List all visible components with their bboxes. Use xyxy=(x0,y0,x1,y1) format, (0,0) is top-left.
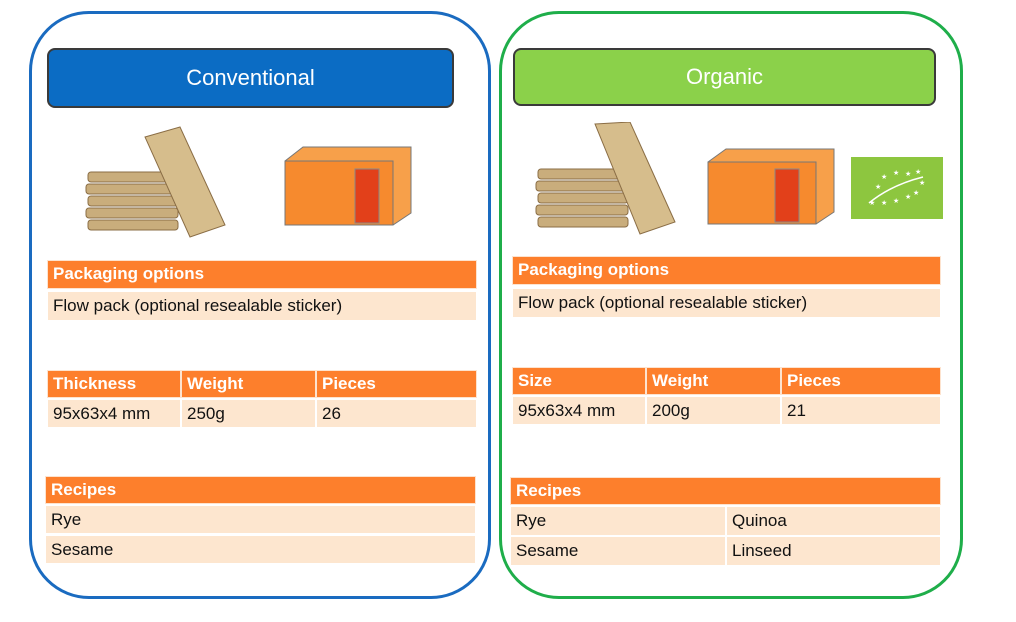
organic-title: Organic xyxy=(513,48,936,106)
recipes-header: Recipes xyxy=(45,476,476,504)
recipe-item: Sesame xyxy=(510,536,726,566)
recipe-item: Quinoa xyxy=(726,506,941,536)
spec-header-weight: Weight xyxy=(646,367,781,395)
spec-value-thickness: 95x63x4 mm xyxy=(47,399,181,428)
package-box-image xyxy=(707,148,835,225)
svg-text:★: ★ xyxy=(905,170,911,178)
spec-header-weight: Weight xyxy=(181,370,316,398)
svg-text:★: ★ xyxy=(875,183,881,191)
packaging-header: Packaging options xyxy=(512,256,941,285)
recipe-item: Rye xyxy=(510,506,726,536)
spec-value-weight: 200g xyxy=(646,396,781,425)
svg-text:★: ★ xyxy=(881,199,887,207)
svg-text:★: ★ xyxy=(919,179,925,187)
packaging-header: Packaging options xyxy=(47,260,477,289)
conventional-panel xyxy=(29,11,491,599)
spec-header-thickness: Thickness xyxy=(47,370,181,398)
svg-text:★: ★ xyxy=(893,169,899,177)
recipes-header: Recipes xyxy=(510,477,941,505)
svg-text:★: ★ xyxy=(893,197,899,205)
crispbread-image xyxy=(535,122,676,235)
spec-value-pieces: 21 xyxy=(781,396,941,425)
spec-value-pieces: 26 xyxy=(316,399,477,428)
recipe-item: Sesame xyxy=(45,535,476,564)
crispbread-image xyxy=(85,126,226,238)
svg-text:★: ★ xyxy=(913,189,919,197)
svg-text:★: ★ xyxy=(915,168,921,176)
svg-text:★: ★ xyxy=(905,193,911,201)
svg-text:★: ★ xyxy=(869,199,875,207)
spec-header-pieces: Pieces xyxy=(316,370,477,398)
conventional-title: Conventional xyxy=(47,48,454,108)
svg-text:★: ★ xyxy=(881,173,887,181)
package-box-image xyxy=(284,146,412,226)
spec-value-size: 95x63x4 mm xyxy=(512,396,646,425)
organic-panel xyxy=(499,11,963,599)
packaging-value: Flow pack (optional resealable sticker) xyxy=(47,291,477,321)
spec-header-size: Size xyxy=(512,367,646,395)
spec-header-pieces: Pieces xyxy=(781,367,941,395)
eu-organic-logo-icon: ★★★★★★★★★★★ xyxy=(851,157,943,219)
packaging-value: Flow pack (optional resealable sticker) xyxy=(512,288,941,318)
spec-value-weight: 250g xyxy=(181,399,316,428)
recipe-item: Rye xyxy=(45,505,476,534)
recipe-item: Linseed xyxy=(726,536,941,566)
